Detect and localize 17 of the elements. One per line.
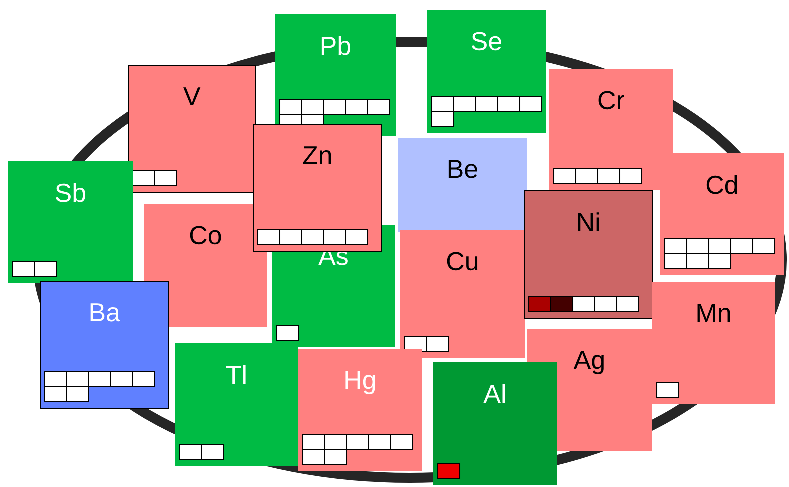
element-tile: Sb (8, 161, 134, 284)
node-label: Mn (698, 304, 730, 322)
element-tile: Be (398, 138, 528, 232)
element-tile: Cu (400, 230, 526, 358)
element-tile: Ba (40, 281, 170, 410)
element-tile: Pb (275, 14, 396, 136)
element-tile: Tl (175, 343, 298, 466)
element-tile: Mn (652, 282, 776, 404)
element-tile: Cr (549, 69, 674, 190)
element-tile: Hg (298, 349, 422, 472)
element-tile: Cd (660, 153, 784, 276)
node-label: Ag (574, 351, 604, 374)
element-tile: Zn (253, 124, 382, 252)
element-tile: Al (433, 362, 558, 486)
element-tile: Se (427, 10, 546, 134)
element-tile: V (128, 65, 256, 194)
element-tile: Ni (524, 190, 654, 320)
